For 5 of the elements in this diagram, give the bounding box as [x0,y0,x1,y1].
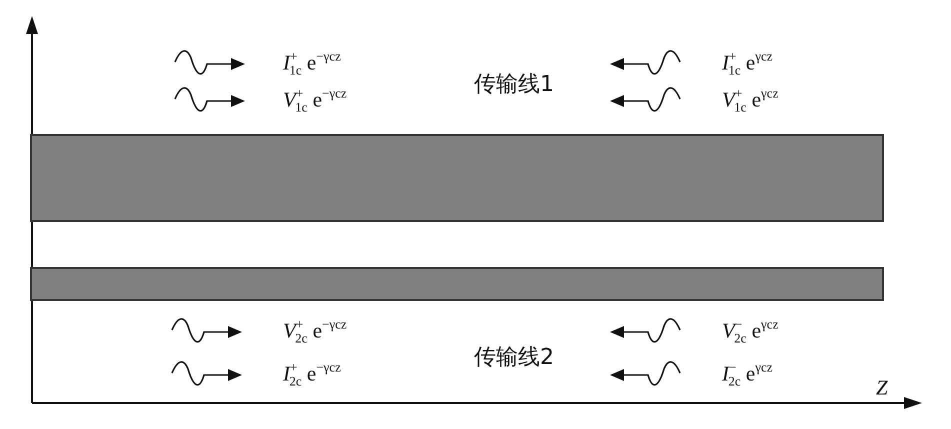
axis-label: Z [876,376,888,400]
transmission-line-bar [30,134,884,222]
line-label: 传输线2 [474,344,554,372]
line-label: 传输线1 [474,71,554,99]
transmission-line-bar [30,267,884,301]
